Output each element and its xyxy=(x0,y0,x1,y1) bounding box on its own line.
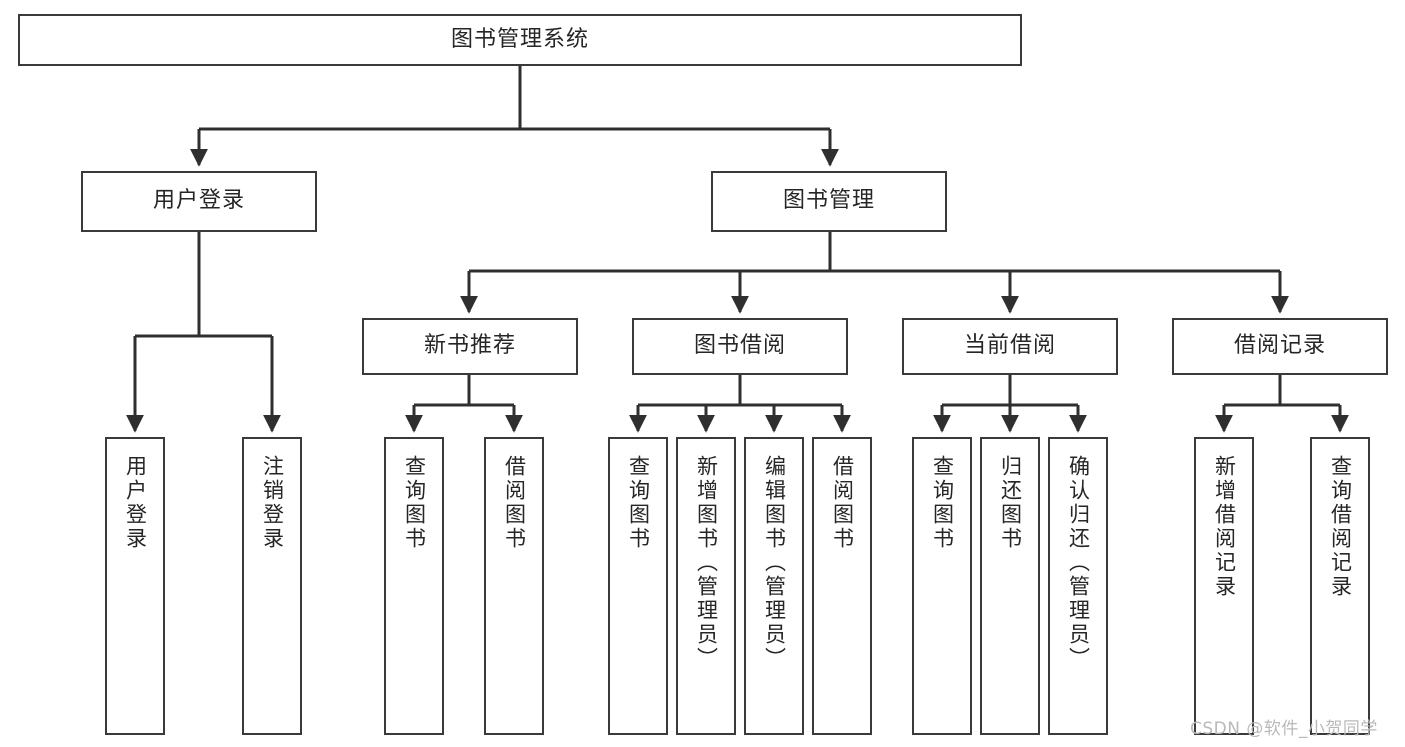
node-label: 借阅记录 xyxy=(1233,333,1326,359)
leaf-current-borrow-confirm-return-admin[interactable]: 确认归还（管理员） xyxy=(1048,437,1108,735)
leaf-user-login-login[interactable]: 用户登录 xyxy=(105,437,165,735)
leaf-current-borrow-return-book[interactable]: 归还图书 xyxy=(980,437,1040,735)
node-label: 查询图书 xyxy=(402,455,427,551)
node-root-book-management-system[interactable]: 图书管理系统 xyxy=(18,14,1022,66)
leaf-new-book-borrow-book[interactable]: 借阅图书 xyxy=(484,437,544,735)
node-label: 确认归还（管理员） xyxy=(1066,455,1091,671)
node-borrow-record[interactable]: 借阅记录 xyxy=(1172,318,1388,375)
leaf-borrow-record-query-record[interactable]: 查询借阅记录 xyxy=(1310,437,1370,735)
leaf-book-borrow-query-book[interactable]: 查询图书 xyxy=(608,437,668,735)
node-label: 查询图书 xyxy=(930,455,955,551)
node-label: 新增图书（管理员） xyxy=(694,455,719,671)
node-book-management[interactable]: 图书管理 xyxy=(711,171,947,232)
node-current-borrow[interactable]: 当前借阅 xyxy=(902,318,1118,375)
leaf-new-book-query-book[interactable]: 查询图书 xyxy=(384,437,444,735)
node-label: 图书管理系统 xyxy=(450,26,589,52)
node-label: 图书借阅 xyxy=(693,333,786,359)
node-label: 归还图书 xyxy=(998,455,1023,551)
node-book-borrow[interactable]: 图书借阅 xyxy=(632,318,848,375)
node-user-login[interactable]: 用户登录 xyxy=(81,171,317,232)
node-label: 当前借阅 xyxy=(963,333,1056,359)
leaf-user-login-logout[interactable]: 注销登录 xyxy=(242,437,302,735)
node-label: 用户登录 xyxy=(123,455,148,551)
node-label: 注销登录 xyxy=(260,455,285,551)
node-label: 新书推荐 xyxy=(423,333,516,359)
node-label: 查询借阅记录 xyxy=(1328,455,1353,599)
node-label: 借阅图书 xyxy=(830,455,855,551)
leaf-book-borrow-edit-book-admin[interactable]: 编辑图书（管理员） xyxy=(744,437,804,735)
node-label: 新增借阅记录 xyxy=(1212,455,1237,599)
leaf-book-borrow-borrow-book[interactable]: 借阅图书 xyxy=(812,437,872,735)
leaf-borrow-record-add-record[interactable]: 新增借阅记录 xyxy=(1194,437,1254,735)
node-label: 借阅图书 xyxy=(502,455,527,551)
node-label: 编辑图书（管理员） xyxy=(762,455,787,671)
node-label: 查询图书 xyxy=(626,455,651,551)
node-label: 图书管理 xyxy=(782,188,875,214)
leaf-book-borrow-add-book-admin[interactable]: 新增图书（管理员） xyxy=(676,437,736,735)
csdn-watermark: CSDN @软件_小贺同学 xyxy=(1190,719,1378,739)
node-new-book-recommend[interactable]: 新书推荐 xyxy=(362,318,578,375)
node-label: 用户登录 xyxy=(152,188,245,214)
leaf-current-borrow-query-book[interactable]: 查询图书 xyxy=(912,437,972,735)
